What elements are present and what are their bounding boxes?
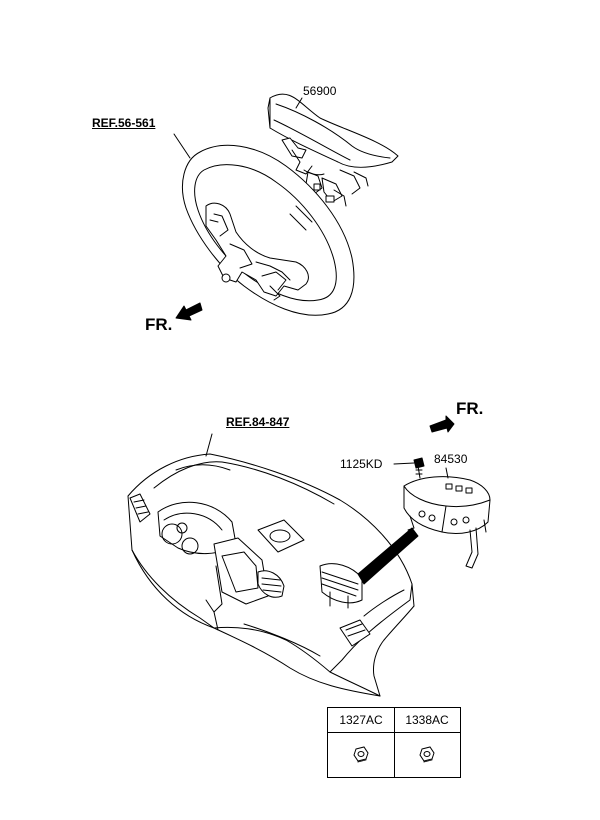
steering-wheel xyxy=(173,133,355,316)
legend-cell: 1338AC xyxy=(394,708,460,777)
legend-cell: 1327AC xyxy=(328,708,395,777)
driver-airbag-module xyxy=(267,93,399,207)
fr-arrow-bottom xyxy=(429,415,455,433)
part-number-84530: 84530 xyxy=(434,452,468,466)
nut-icon xyxy=(353,746,369,763)
crash-pad-dashboard xyxy=(127,433,419,697)
fastener-legend-table: 1327AC 1338AC xyxy=(327,707,461,778)
fr-label-top: FR. xyxy=(145,315,173,334)
ref-label-crash-pad: REF.84-847 xyxy=(226,415,290,429)
passenger-airbag-module xyxy=(393,457,491,569)
fr-label-bottom: FR. xyxy=(456,399,484,418)
part-number-1125kd: 1125KD xyxy=(340,457,383,471)
fr-arrow-top xyxy=(175,302,203,321)
nut-icon xyxy=(419,746,435,763)
legend-code: 1327AC xyxy=(328,708,394,733)
legend-code: 1338AC xyxy=(394,708,460,733)
part-number-56900: 56900 xyxy=(303,84,337,98)
ref-label-steering: REF.56-561 xyxy=(92,116,156,130)
